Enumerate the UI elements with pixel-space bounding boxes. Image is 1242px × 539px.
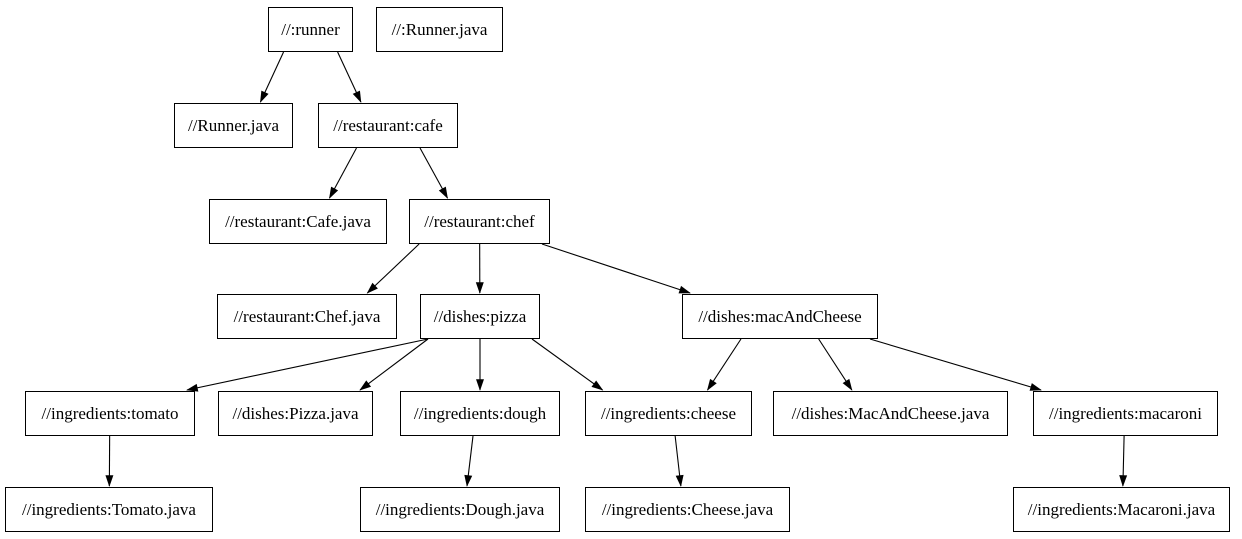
- graph-node-label: //:Runner.java: [391, 20, 488, 39]
- graph-node-cheese_java: //ingredients:Cheese.java: [585, 487, 790, 532]
- graph-edge-dough-to-dough_java: [464, 435, 474, 487]
- graph-node-cafe_java: //restaurant:Cafe.java: [209, 199, 387, 244]
- graph-edge-chef-to-chef_java: [366, 243, 420, 294]
- graph-node-pizza: //dishes:pizza: [420, 294, 540, 339]
- graph-node-tomato_java: //ingredients:Tomato.java: [5, 487, 213, 532]
- graph-node-label: //dishes:MacAndCheese.java: [791, 404, 990, 423]
- graph-edge-pizza-to-pizza_java: [359, 338, 429, 391]
- graph-edge-cheese-to-cheese_java: [674, 435, 684, 487]
- graph-edge-mac-to-macaroni: [869, 338, 1042, 391]
- graph-node-label: //ingredients:tomato: [41, 404, 179, 423]
- graph-node-cheese: //ingredients:cheese: [585, 391, 752, 436]
- graph-edge-mac-to-cheese: [707, 338, 742, 391]
- graph-node-label: //ingredients:Cheese.java: [601, 500, 774, 519]
- graph-edge-macaroni-to-macaroni_java: [1119, 435, 1128, 487]
- graph-edge-runner-to-cafe: [337, 51, 362, 103]
- graph-node-chef_java: //restaurant:Chef.java: [217, 294, 397, 339]
- graph-node-label: //restaurant:Cafe.java: [225, 212, 371, 231]
- graph-node-pizza_java: //dishes:Pizza.java: [218, 391, 373, 436]
- graph-edge-pizza-to-tomato: [186, 338, 429, 392]
- graph-node-label: //Runner.java: [187, 116, 280, 135]
- graph-node-label: //ingredients:macaroni: [1049, 404, 1202, 423]
- graph-node-cafe: //restaurant:cafe: [318, 103, 458, 148]
- graph-node-tomato: //ingredients:tomato: [25, 391, 195, 436]
- graph-node-label: //dishes:macAndCheese: [698, 307, 862, 326]
- graph-node-dough_java: //ingredients:Dough.java: [360, 487, 560, 532]
- graph-node-runner_java_top: //:Runner.java: [376, 7, 503, 52]
- graph-node-label: //ingredients:Dough.java: [375, 500, 545, 519]
- graph-edge-pizza-to-cheese: [531, 338, 604, 391]
- graph-node-runner_java: //Runner.java: [174, 103, 293, 148]
- graph-edge-runner-to-runner_java: [259, 51, 285, 103]
- graph-edge-mac-to-mac_java: [818, 338, 853, 391]
- graph-node-label: //restaurant:cafe: [333, 116, 443, 135]
- graph-node-macaroni_java: //ingredients:Macaroni.java: [1013, 487, 1230, 532]
- graph-node-label: //ingredients:dough: [413, 404, 547, 423]
- graph-node-label: //ingredients:Tomato.java: [22, 500, 196, 519]
- graph-node-label: //ingredients:Macaroni.java: [1027, 500, 1216, 519]
- graph-node-dough: //ingredients:dough: [400, 391, 560, 436]
- graph-node-label: //restaurant:Chef.java: [233, 307, 381, 326]
- graph-edge-cafe-to-cafe_java: [329, 147, 357, 199]
- graph-node-macaroni: //ingredients:macaroni: [1033, 391, 1218, 436]
- graph-node-label: //ingredients:cheese: [600, 404, 736, 423]
- graph-node-mac_java: //dishes:MacAndCheese.java: [773, 391, 1008, 436]
- graph-edge-chef-to-mac: [541, 243, 691, 294]
- graph-node-label: //:runner: [281, 20, 340, 39]
- graph-edge-cafe-to-chef: [419, 147, 448, 199]
- graph-node-chef: //restaurant:chef: [409, 199, 550, 244]
- graph-node-label: //restaurant:chef: [424, 212, 535, 231]
- graph-node-label: //dishes:Pizza.java: [232, 404, 359, 423]
- graph-node-runner: //:runner: [268, 7, 353, 52]
- graph-node-label: //dishes:pizza: [433, 307, 527, 326]
- graph-node-mac: //dishes:macAndCheese: [682, 294, 878, 339]
